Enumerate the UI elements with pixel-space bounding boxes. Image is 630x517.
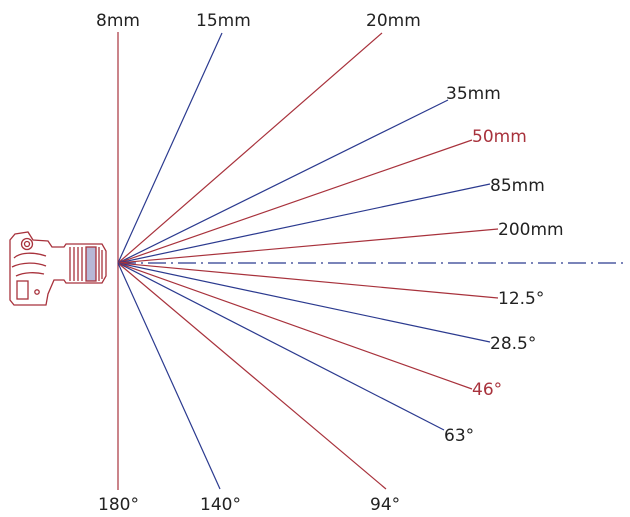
label-46deg: 46°: [472, 380, 502, 400]
ray-200mm: [117, 228, 499, 264]
label-94deg: 94°: [370, 495, 400, 515]
label-35mm: 35mm: [446, 84, 501, 104]
ray-140deg: [117, 262, 221, 490]
ray-63deg: [117, 262, 445, 431]
label-85mm: 85mm: [490, 176, 545, 196]
ray-15mm: [117, 32, 223, 264]
label-63deg: 63°: [444, 426, 474, 446]
label-180deg: 180°: [98, 495, 139, 515]
ray-12-5deg: [117, 262, 499, 299]
ray-94deg: [117, 262, 387, 490]
label-15mm: 15mm: [196, 11, 251, 31]
ray-50mm: [117, 139, 473, 264]
label-20mm: 20mm: [366, 11, 421, 31]
label-50mm: 50mm: [472, 127, 527, 147]
ray-28-5deg: [117, 262, 491, 343]
label-8mm: 8mm: [96, 11, 140, 31]
ray-20mm: [117, 32, 383, 264]
label-140deg: 140°: [200, 495, 241, 515]
ray-85mm: [117, 183, 491, 264]
label-12-5deg: 12.5°: [498, 289, 544, 309]
label-28-5deg: 28.5°: [490, 334, 536, 354]
label-200mm: 200mm: [498, 220, 564, 240]
dslr-camera-icon: [9, 231, 107, 306]
ray-35mm: [117, 99, 449, 264]
ray-46deg: [117, 262, 473, 390]
